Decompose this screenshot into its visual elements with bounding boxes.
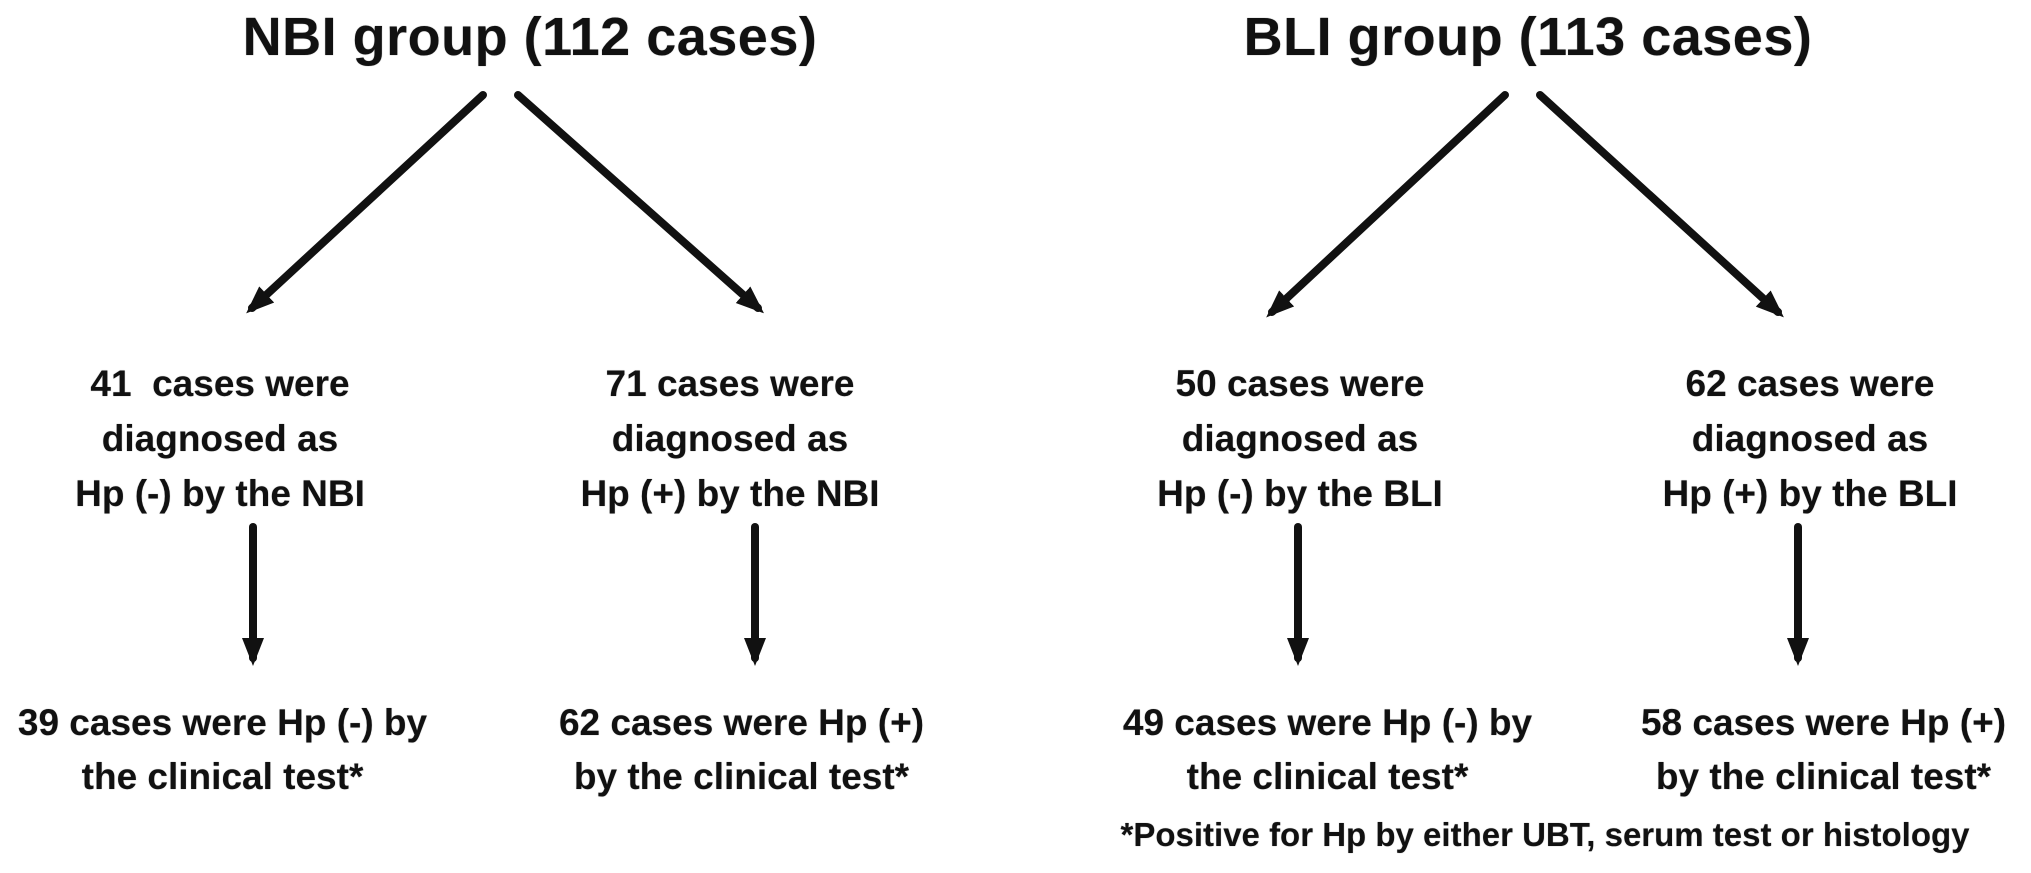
nbi-hp-positive-outcome-node: 62 cases were Hp (+) by the clinical tes… <box>519 696 964 804</box>
outcome-line: 49 cases were Hp (-) by <box>1122 702 1533 743</box>
bli-hp-positive-outcome-node: 58 cases were Hp (+) by the clinical tes… <box>1601 696 2031 804</box>
diagnosis-line: diagnosed as <box>611 418 849 459</box>
nbi-fork-right-arrow-icon <box>514 91 764 314</box>
bli-hp-negative-diagnosis-node: 50 cases were diagnosed as Hp (-) by the… <box>1090 356 1510 521</box>
diagnosis-line: Hp (+) by the BLI <box>1662 473 1958 514</box>
nbi-hp-negative-outcome-node: 39 cases were Hp (-) by the clinical tes… <box>0 696 445 804</box>
diagnosis-line: 62 cases were <box>1685 363 1935 404</box>
diagnosis-line: diagnosed as <box>101 418 339 459</box>
nbi-hp-negative-diagnosis-node: 41 cases were diagnosed as Hp (-) by the… <box>10 356 430 521</box>
diagnosis-line: 41 cases were <box>90 363 350 404</box>
outcome-line: 62 cases were Hp (+) <box>558 702 925 743</box>
nbi-hp-positive-diagnosis-node: 71 cases were diagnosed as Hp (+) by the… <box>520 356 940 521</box>
outcome-line: by the clinical test* <box>1655 756 1992 797</box>
diagnosis-line: 71 cases were <box>605 363 855 404</box>
diagnosis-line: Hp (-) by the BLI <box>1157 473 1443 514</box>
outcome-line: the clinical test* <box>81 756 364 797</box>
bli-hp-negative-outcome-node: 49 cases were Hp (-) by the clinical tes… <box>1105 696 1550 804</box>
bli-hp-positive-diagnosis-node: 62 cases were diagnosed as Hp (+) by the… <box>1600 356 2020 521</box>
diagnosis-line: Hp (+) by the NBI <box>580 473 880 514</box>
diagnosis-line: diagnosed as <box>1691 418 1929 459</box>
bli-fork-left-arrow-icon <box>1266 91 1509 318</box>
diagnosis-line: Hp (-) by the NBI <box>75 473 365 514</box>
nbi-group-title: NBI group (112 cases) <box>242 7 818 67</box>
diagnosis-line: 50 cases were <box>1175 363 1425 404</box>
outcome-line: 39 cases were Hp (-) by <box>17 702 428 743</box>
bli-group-title: BLI group (113 cases) <box>1243 7 1813 67</box>
bli-fork-right-arrow-icon <box>1536 91 1784 318</box>
diagnosis-line: diagnosed as <box>1181 418 1419 459</box>
outcome-line: by the clinical test* <box>573 756 910 797</box>
outcome-line: 58 cases were Hp (+) <box>1640 702 2007 743</box>
nbi-fork-left-arrow-icon <box>246 91 487 314</box>
footnote-text: *Positive for Hp by either UBT, serum te… <box>1120 816 1970 853</box>
outcome-line: the clinical test* <box>1186 756 1469 797</box>
